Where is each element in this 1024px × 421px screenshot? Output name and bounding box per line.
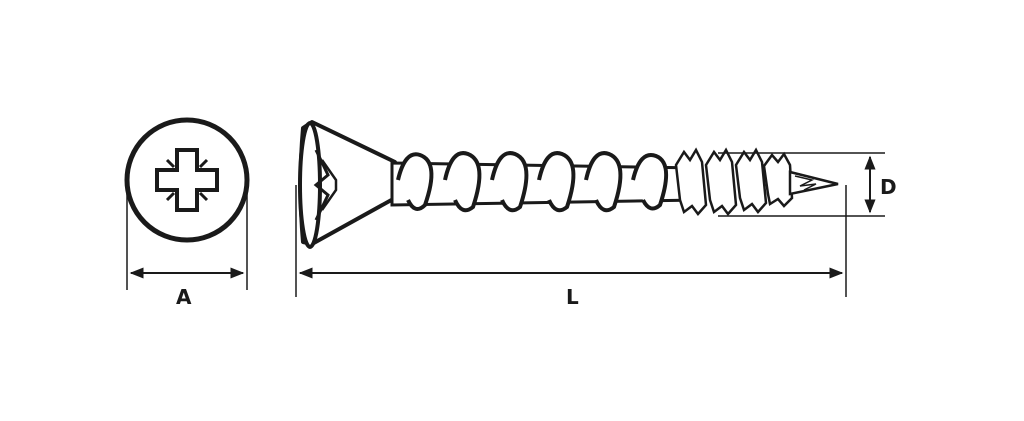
dimension-label-l: L: [566, 285, 579, 309]
dimension-d: [718, 152, 885, 217]
dimension-a: [126, 180, 248, 290]
dimension-label-a: A: [176, 285, 192, 309]
screw-side-view: [298, 120, 839, 249]
dimension-label-d: D: [880, 175, 897, 199]
pozidriv-cross-icon: [155, 148, 219, 212]
screw-head-top-view: [124, 117, 250, 243]
dimension-l: [295, 185, 847, 297]
